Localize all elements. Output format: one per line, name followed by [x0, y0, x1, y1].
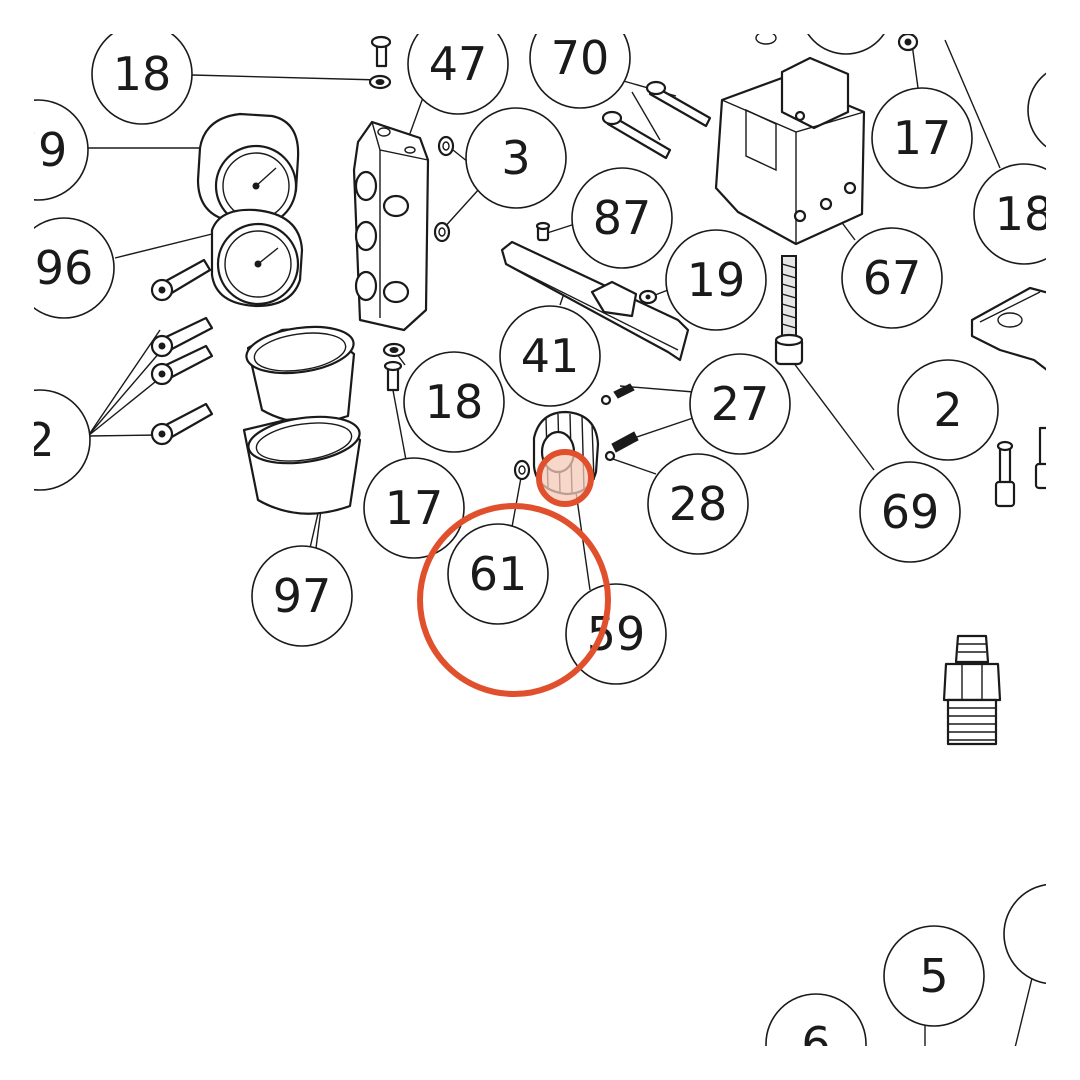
callout-96: 96 — [34, 217, 115, 319]
svg-text:2: 2 — [25, 413, 54, 467]
callout-2-left: 2 — [25, 389, 91, 491]
callout-70: 70 — [529, 31, 631, 109]
svg-text:61: 61 — [469, 547, 528, 601]
svg-text:6: 6 — [801, 1017, 830, 1071]
callout-partial-tr — [1027, 72, 1046, 148]
screw-top — [368, 35, 392, 90]
callout-2-right: 2 — [897, 359, 999, 461]
manifold-block — [352, 120, 430, 332]
svg-text:28: 28 — [669, 477, 728, 531]
callout-69: 69 — [859, 461, 961, 563]
callout-61: 61 — [447, 523, 549, 625]
callout-3: 3 — [465, 107, 567, 209]
svg-text:87: 87 — [593, 191, 652, 245]
svg-text:5: 5 — [919, 949, 948, 1003]
svg-text:17: 17 — [385, 481, 444, 535]
screws-right — [994, 426, 1046, 508]
svg-text:70: 70 — [551, 31, 610, 85]
callout-59: 59 — [565, 583, 667, 685]
svg-text:69: 69 — [881, 485, 940, 539]
pressure-gauges — [196, 112, 304, 308]
svg-text:67: 67 — [863, 251, 922, 305]
callout-18-mid: 18 — [403, 351, 505, 453]
screws-left — [150, 258, 214, 446]
callout-5: 5 — [883, 925, 985, 1027]
svg-text:17: 17 — [893, 111, 952, 165]
o-rings — [433, 135, 455, 243]
screw-top-right — [897, 34, 919, 52]
svg-text:96: 96 — [35, 241, 94, 295]
callout-27: 27 — [689, 353, 791, 455]
callout-67: 67 — [841, 227, 943, 329]
svg-text:19: 19 — [687, 253, 746, 307]
svg-text:41: 41 — [521, 329, 580, 383]
callout-97: 97 — [251, 545, 353, 647]
slide-bar — [500, 221, 690, 362]
svg-text:59: 59 — [587, 607, 646, 661]
bushings — [242, 325, 362, 515]
svg-text:18: 18 — [425, 375, 484, 429]
highlight-small-circle — [536, 449, 594, 507]
svg-text:47: 47 — [429, 37, 488, 91]
svg-text:18: 18 — [113, 47, 172, 101]
svg-text:3: 3 — [501, 131, 530, 185]
svg-text:18: 18 — [995, 187, 1054, 241]
washer-screw-mid — [382, 342, 406, 392]
callout-18-top: 18 — [91, 34, 193, 125]
pins — [601, 80, 712, 160]
callout-18-right: 18 — [973, 163, 1054, 265]
svg-text:2: 2 — [933, 383, 962, 437]
callout-17-top: 17 — [871, 87, 973, 189]
long-bolt — [774, 255, 804, 366]
callout-partial-top — [807, 34, 885, 55]
svg-text:97: 97 — [273, 569, 332, 623]
svg-text:27: 27 — [711, 377, 770, 431]
svg-text:79: 79 — [9, 123, 68, 177]
callout-87: 87 — [571, 167, 673, 269]
bracket-right — [970, 286, 1046, 371]
callout-17-mid: 17 — [363, 457, 465, 559]
callout-28: 28 — [647, 453, 749, 555]
clamp-block — [714, 34, 866, 246]
callout-79: 79 — [9, 99, 89, 201]
hose-fitting — [942, 634, 1002, 746]
highlight-markers — [417, 449, 611, 697]
callout-47: 47 — [407, 34, 509, 115]
callout-6: 6 — [765, 993, 867, 1071]
highlight-large-circle — [417, 503, 611, 697]
callout-41: 41 — [499, 305, 601, 407]
callout-partial-br — [1003, 883, 1046, 985]
springs — [600, 383, 639, 462]
callout-19: 19 — [665, 229, 767, 331]
